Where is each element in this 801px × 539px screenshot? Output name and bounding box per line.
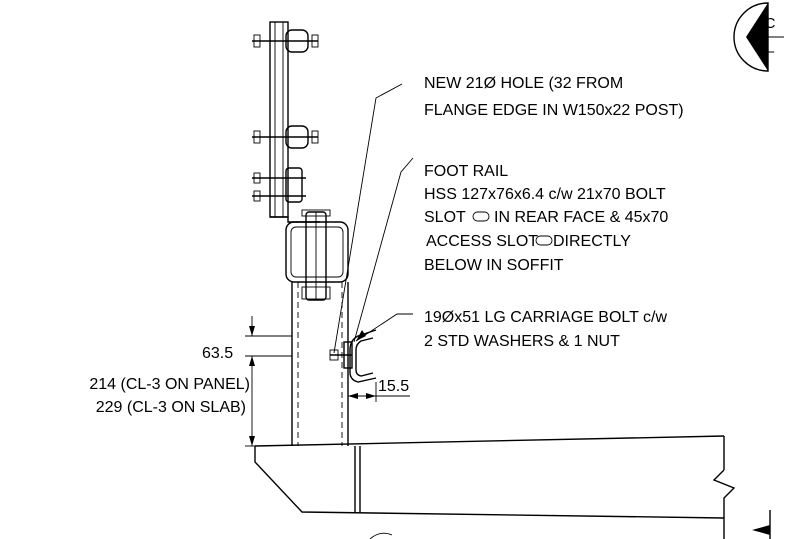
deck-slab xyxy=(254,435,771,539)
lower-post-assembly xyxy=(285,209,349,446)
foot-rail-line1: FOOT RAIL xyxy=(424,163,508,180)
section-letter: C xyxy=(765,15,776,32)
upper-post xyxy=(252,21,320,223)
access-slot-symbol xyxy=(535,235,553,246)
dim-offset-label: 15.5 xyxy=(378,378,409,395)
hole-callout-line1: NEW 21Ø HOLE (32 FROM xyxy=(424,75,623,92)
bolt-callout-line2: 2 STD WASHERS & 1 NUT xyxy=(424,333,620,350)
section-sub: – xyxy=(766,43,775,60)
hole-callout: NEW 21Ø HOLE (32 FROM FLANGE EDGE IN W15… xyxy=(424,75,684,119)
bolt-callout-line1: 19Øx51 LG CARRIAGE BOLT c/w xyxy=(424,309,667,326)
foot-rail-line4b: DIRECTLY xyxy=(553,233,631,250)
foot-rail-line3: SLOT xyxy=(424,209,466,226)
dim-upper-label: 63.5 xyxy=(202,345,233,362)
hole-callout-line2: FLANGE EDGE IN W150x22 POST) xyxy=(424,102,684,119)
dim-height-slab: 229 (CL-3 ON SLAB) xyxy=(96,399,246,416)
dim-height-panel: 214 (CL-3 ON PANEL) xyxy=(89,376,250,393)
section-marker: C – xyxy=(733,2,784,72)
foot-rail-line5: BELOW IN SOFFIT xyxy=(424,257,564,274)
foot-rail-callout: FOOT RAIL HSS 127x76x6.4 c/w 21x70 BOLT … xyxy=(424,163,668,274)
leader-lines xyxy=(333,83,414,354)
foot-rail-line2: HSS 127x76x6.4 c/w 21x70 BOLT xyxy=(424,186,666,203)
slot-symbol xyxy=(472,211,490,222)
foot-rail-line3b: IN REAR FACE & 45x70 xyxy=(494,209,668,226)
dimension-lines xyxy=(245,316,410,447)
bolt-callout: 19Øx51 LG CARRIAGE BOLT c/w 2 STD WASHER… xyxy=(424,309,667,350)
foot-rail-line4: ACCESS SLOT xyxy=(426,233,538,250)
